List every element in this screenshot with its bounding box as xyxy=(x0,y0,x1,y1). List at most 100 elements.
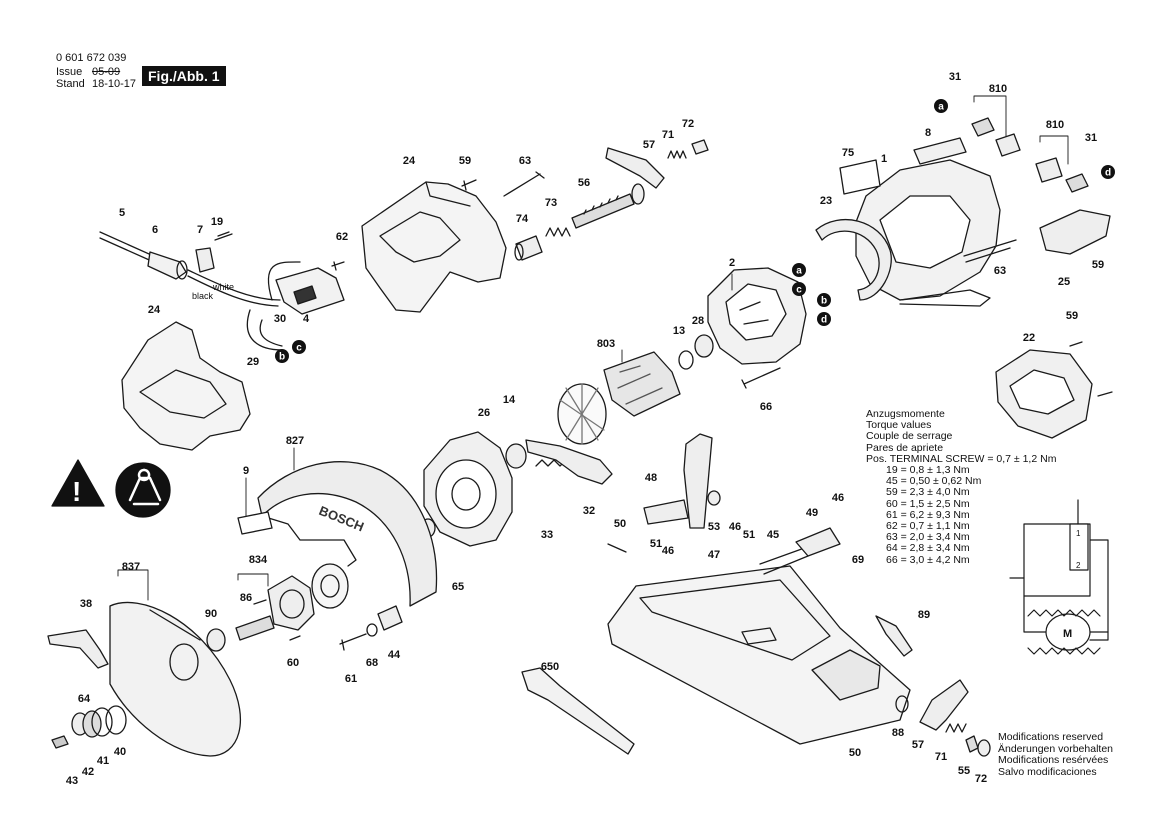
torque-row: 62 = 0,7 ± 1,1 Nm xyxy=(886,520,970,533)
screw-43-part xyxy=(51,735,69,749)
screw-61-part xyxy=(339,633,367,651)
part-number-label: 38 xyxy=(80,598,92,610)
nut-55-part xyxy=(965,735,979,753)
part-number-label: 26 xyxy=(478,407,490,419)
read-manual-figure xyxy=(128,468,162,506)
part-number-label: 88 xyxy=(892,727,904,739)
screw-59-part xyxy=(461,179,477,191)
screw-66-part xyxy=(741,367,781,389)
part-number-label: 59 xyxy=(1066,310,1078,322)
screw-86-part xyxy=(253,599,267,605)
part-number-label: 41 xyxy=(97,755,109,767)
bearing-28-part xyxy=(694,334,714,358)
brush-holder-32-part xyxy=(525,439,613,485)
part-number-label: 75 xyxy=(842,147,854,159)
label-9-part xyxy=(237,511,273,535)
label-8-part xyxy=(913,137,967,165)
torque-row: 64 = 2,8 ± 3,4 Nm xyxy=(886,542,970,555)
part-number-label: 46 xyxy=(729,521,741,533)
washer-90-part xyxy=(206,628,226,652)
part-number-label: 31 xyxy=(1085,132,1097,144)
part-number-label: 65 xyxy=(452,581,464,593)
part-number-label: 49 xyxy=(806,507,818,519)
part-number-label: 63 xyxy=(994,265,1006,277)
part-number-label: 44 xyxy=(388,649,401,661)
part-number-label: 61 xyxy=(345,673,357,685)
connection-marker-label: c xyxy=(296,343,302,354)
long-screw-63-right-part xyxy=(963,239,1017,263)
part-number-label: 45 xyxy=(767,529,779,541)
part-number-label: 57 xyxy=(643,139,655,151)
washer-40-part xyxy=(105,705,127,735)
part-number-label: 24 xyxy=(148,304,161,316)
torque-table: Anzugsmomente Torque values Couple de se… xyxy=(866,408,1057,566)
field-stator-part xyxy=(707,267,807,365)
brush-810-right-2-part xyxy=(1065,173,1089,193)
switch-part xyxy=(246,261,345,351)
part-number-label: 51 xyxy=(650,538,662,550)
part-number-label: 50 xyxy=(614,518,626,530)
connection-marker-label: b xyxy=(821,296,827,307)
part-number-label: 650 xyxy=(541,661,559,673)
connection-marker-dot xyxy=(275,349,289,363)
sleeve-44-part xyxy=(377,605,403,631)
part-number-label: 46 xyxy=(832,492,844,504)
part-number-label: 57 xyxy=(912,739,924,751)
figure-label: Fig./Abb. 1 xyxy=(142,66,226,86)
motor-housing-part xyxy=(855,159,1001,307)
torque-row: 45 = 0,50 ± 0,62 Nm xyxy=(886,475,982,488)
bracket-49-part xyxy=(795,527,841,557)
torque-row: 61 = 6,2 ± 9,3 Nm xyxy=(886,508,970,521)
power-cord-part xyxy=(99,231,281,307)
spindle-56-part xyxy=(571,183,645,229)
torque-heading-fr: Couple de serrage xyxy=(866,430,953,443)
spring-71-part xyxy=(667,150,687,159)
part-number-label: 50 xyxy=(849,747,861,759)
part-number-label: 7 xyxy=(197,224,203,236)
nut-72-lower-part xyxy=(977,739,991,757)
spring-73-part xyxy=(545,227,571,237)
bearing-flange-part xyxy=(235,563,349,641)
brush-holder-810-part xyxy=(995,133,1021,157)
torque-heading-es: Pares de apriete xyxy=(866,441,944,454)
nut-72-part xyxy=(691,139,709,155)
part-number-label: 63 xyxy=(519,155,531,167)
torque-terminal-screw: Pos. TERMINAL SCREW = 0,7 ± 1,2 Nm xyxy=(866,452,1057,465)
part-number-label: 68 xyxy=(366,657,378,669)
part-number-label: 8 xyxy=(925,127,931,139)
guard-brand-text: BOSCH xyxy=(317,503,366,534)
connection-marker-dot xyxy=(792,263,806,277)
torque-row: 19 = 0,8 ± 1,3 Nm xyxy=(886,464,970,477)
part-number-label: 59 xyxy=(1092,259,1104,271)
lever-57-lower-part xyxy=(919,679,969,731)
part-number-label: 22 xyxy=(1023,332,1035,344)
torque-heading-en: Torque values xyxy=(866,419,932,432)
lower-guard-part xyxy=(109,601,242,757)
leader-lines xyxy=(117,95,1069,601)
part-number-label: 5 xyxy=(119,207,125,219)
part-number-label: 59 xyxy=(459,155,471,167)
stand-value: 18-10-17 xyxy=(92,78,137,90)
torque-heading-de: Anzugsmomente xyxy=(866,408,945,420)
part-number-label: 90 xyxy=(205,608,217,620)
circuit-switch-label-2: 2 xyxy=(1076,561,1081,570)
bracket-48-part xyxy=(643,433,713,529)
modifications-en: Modifications reserved xyxy=(998,731,1104,743)
doc-number: 0 601 672 039 xyxy=(56,52,127,64)
part-number-label: 40 xyxy=(114,746,126,758)
part-number-label: 53 xyxy=(708,521,720,533)
part-number-label: 29 xyxy=(247,356,259,368)
wrench-650-part xyxy=(521,667,635,755)
connection-marker-label: d xyxy=(821,315,827,326)
housing-half-upper-part xyxy=(361,181,507,313)
part-number-label: 13 xyxy=(673,325,685,337)
connection-marker-label: c xyxy=(796,285,802,296)
issue-value: 05-09 xyxy=(92,66,121,78)
part-number-label: 73 xyxy=(545,197,557,209)
part-number-label: 4 xyxy=(303,313,310,325)
torque-row: 63 = 2,0 ± 3,4 Nm xyxy=(886,531,970,544)
connection-marker-label: b xyxy=(279,352,285,363)
part-number-label: 86 xyxy=(240,592,252,604)
